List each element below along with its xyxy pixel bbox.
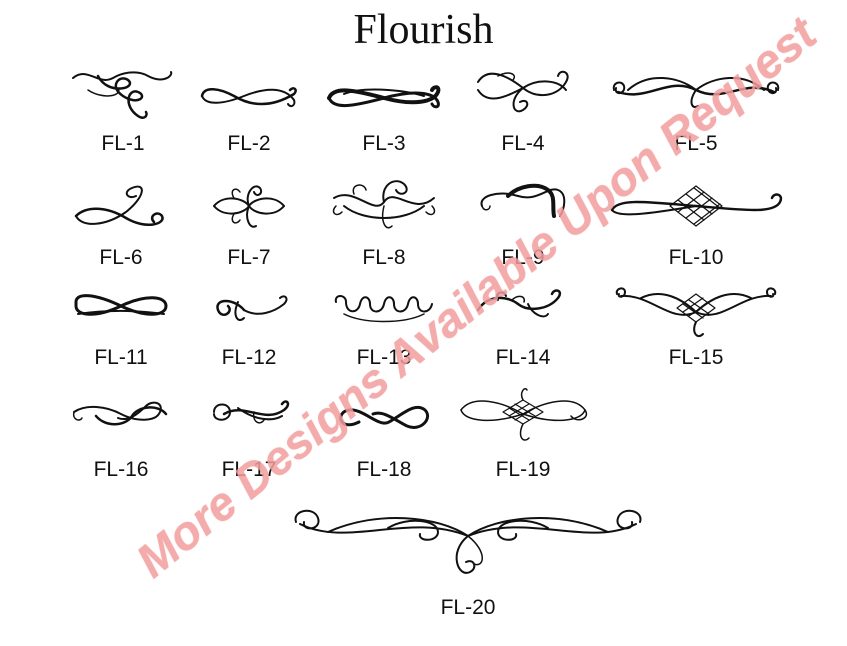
flourish-label: FL-3 bbox=[362, 132, 406, 155]
flourish-fl-6-ornament bbox=[74, 185, 164, 226]
flourish-label: FL-13 bbox=[356, 346, 412, 369]
flourish-fl-8[interactable]: FL-8 bbox=[309, 176, 459, 269]
page-title: Flourish bbox=[353, 7, 494, 53]
flourish-fl-14[interactable]: FL-14 bbox=[448, 284, 598, 369]
flourish-label: FL-19 bbox=[495, 458, 551, 481]
flourish-fl-3-ornament bbox=[327, 85, 441, 109]
flourish-label: FL-9 bbox=[501, 246, 545, 269]
flourish-label: FL-4 bbox=[501, 132, 545, 155]
flourish-label: FL-16 bbox=[93, 458, 149, 481]
flourish-fl-15-ornament bbox=[615, 287, 777, 338]
flourish-fl-1-ornament bbox=[72, 71, 173, 119]
flourish-fl-11[interactable]: FL-11 bbox=[46, 284, 196, 369]
flourish-fl-10-ornament bbox=[610, 185, 783, 227]
flourish-label: FL-11 bbox=[94, 346, 148, 369]
flourish-label: FL-15 bbox=[668, 346, 724, 369]
flourish-fl-5-ornament bbox=[612, 76, 780, 108]
flourish-label: FL-20 bbox=[440, 596, 496, 619]
flourish-fl-16-ornament bbox=[72, 401, 168, 426]
flourish-fl-17[interactable]: FL-17 bbox=[174, 392, 324, 481]
flourish-fl-19-ornament bbox=[460, 388, 588, 441]
flourish-fl-2[interactable]: FL-2 bbox=[174, 66, 324, 155]
flourish-label: FL-2 bbox=[227, 132, 271, 155]
flourish-fl-2-ornament bbox=[200, 87, 297, 108]
flourish-fl-6[interactable]: FL-6 bbox=[46, 176, 196, 269]
flourish-fl-4[interactable]: FL-4 bbox=[448, 66, 598, 155]
flourish-fl-18-ornament bbox=[339, 405, 430, 429]
flourish-fl-20-ornament bbox=[294, 509, 642, 574]
flourish-fl-4-ornament bbox=[477, 70, 569, 113]
flourish-label: FL-12 bbox=[221, 346, 277, 369]
flourish-label: FL-1 bbox=[101, 132, 145, 155]
flourish-fl-17-ornament bbox=[213, 400, 290, 424]
flourish-fl-7[interactable]: FL-7 bbox=[174, 176, 324, 269]
flourish-label: FL-7 bbox=[227, 246, 271, 269]
flourish-fl-19[interactable]: FL-19 bbox=[448, 384, 598, 481]
flourish-label: FL-18 bbox=[356, 458, 412, 481]
flourish-label: FL-17 bbox=[221, 458, 277, 481]
flourish-fl-7-ornament bbox=[213, 185, 285, 228]
flourish-fl-20[interactable]: FL-20 bbox=[286, 502, 650, 619]
flourish-fl-15[interactable]: FL-15 bbox=[606, 284, 786, 369]
flourish-fl-11-ornament bbox=[74, 294, 168, 316]
flourish-fl-12[interactable]: FL-12 bbox=[174, 284, 324, 369]
flourish-fl-13[interactable]: FL-13 bbox=[309, 284, 459, 369]
flourish-fl-9[interactable]: FL-9 bbox=[448, 176, 598, 269]
flourish-fl-18[interactable]: FL-18 bbox=[309, 392, 459, 481]
flourish-fl-10[interactable]: FL-10 bbox=[606, 176, 786, 269]
flourish-fl-3[interactable]: FL-3 bbox=[309, 66, 459, 155]
flourish-fl-14-ornament bbox=[476, 289, 562, 318]
flourish-label: FL-5 bbox=[674, 132, 718, 155]
flourish-label: FL-10 bbox=[668, 246, 724, 269]
flourish-fl-13-ornament bbox=[334, 295, 433, 323]
flourish-label: FL-6 bbox=[99, 246, 143, 269]
flourish-fl-8-ornament bbox=[332, 180, 436, 229]
flourish-fl-5[interactable]: FL-5 bbox=[606, 66, 786, 155]
flourish-label: FL-8 bbox=[362, 246, 406, 269]
flourish-fl-16[interactable]: FL-16 bbox=[46, 392, 196, 481]
flourish-fl-9-ornament bbox=[480, 183, 566, 218]
flourish-label: FL-14 bbox=[495, 346, 551, 369]
flourish-fl-12-ornament bbox=[216, 295, 288, 321]
flourish-fl-1[interactable]: FL-1 bbox=[48, 66, 198, 155]
